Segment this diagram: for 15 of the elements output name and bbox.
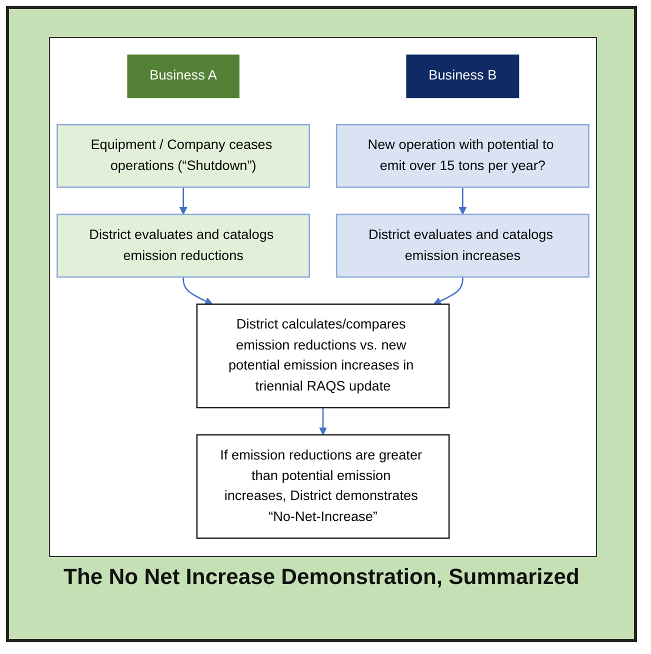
node-box (406, 54, 520, 98)
node-box (56, 214, 310, 278)
arrow (433, 277, 464, 306)
caption: The No Net Increase Demonstration, Summarized (62, 564, 580, 590)
node-box (336, 214, 590, 278)
diagram-panel: Business A Business B Equipment / Company ceases operations (“Shutdown”) New operation with potential to emit over 15 tons per year? District evaluates and catalogs emission reductions District evaluates and catalogs emission increases District calculates/compares emission reductions vs. new potential emission increases in triennial RAQS update If emission reductions are greater than potential emission increases, District demonstrates “No-Net-Increase” (49, 37, 597, 557)
node-box (56, 124, 310, 188)
node-box (196, 434, 450, 540)
arrow (458, 187, 467, 216)
arrow (319, 408, 327, 436)
node-box (336, 124, 590, 188)
node-box (196, 304, 450, 409)
arrow (182, 277, 213, 306)
node-box (127, 54, 240, 98)
arrow (179, 187, 188, 216)
